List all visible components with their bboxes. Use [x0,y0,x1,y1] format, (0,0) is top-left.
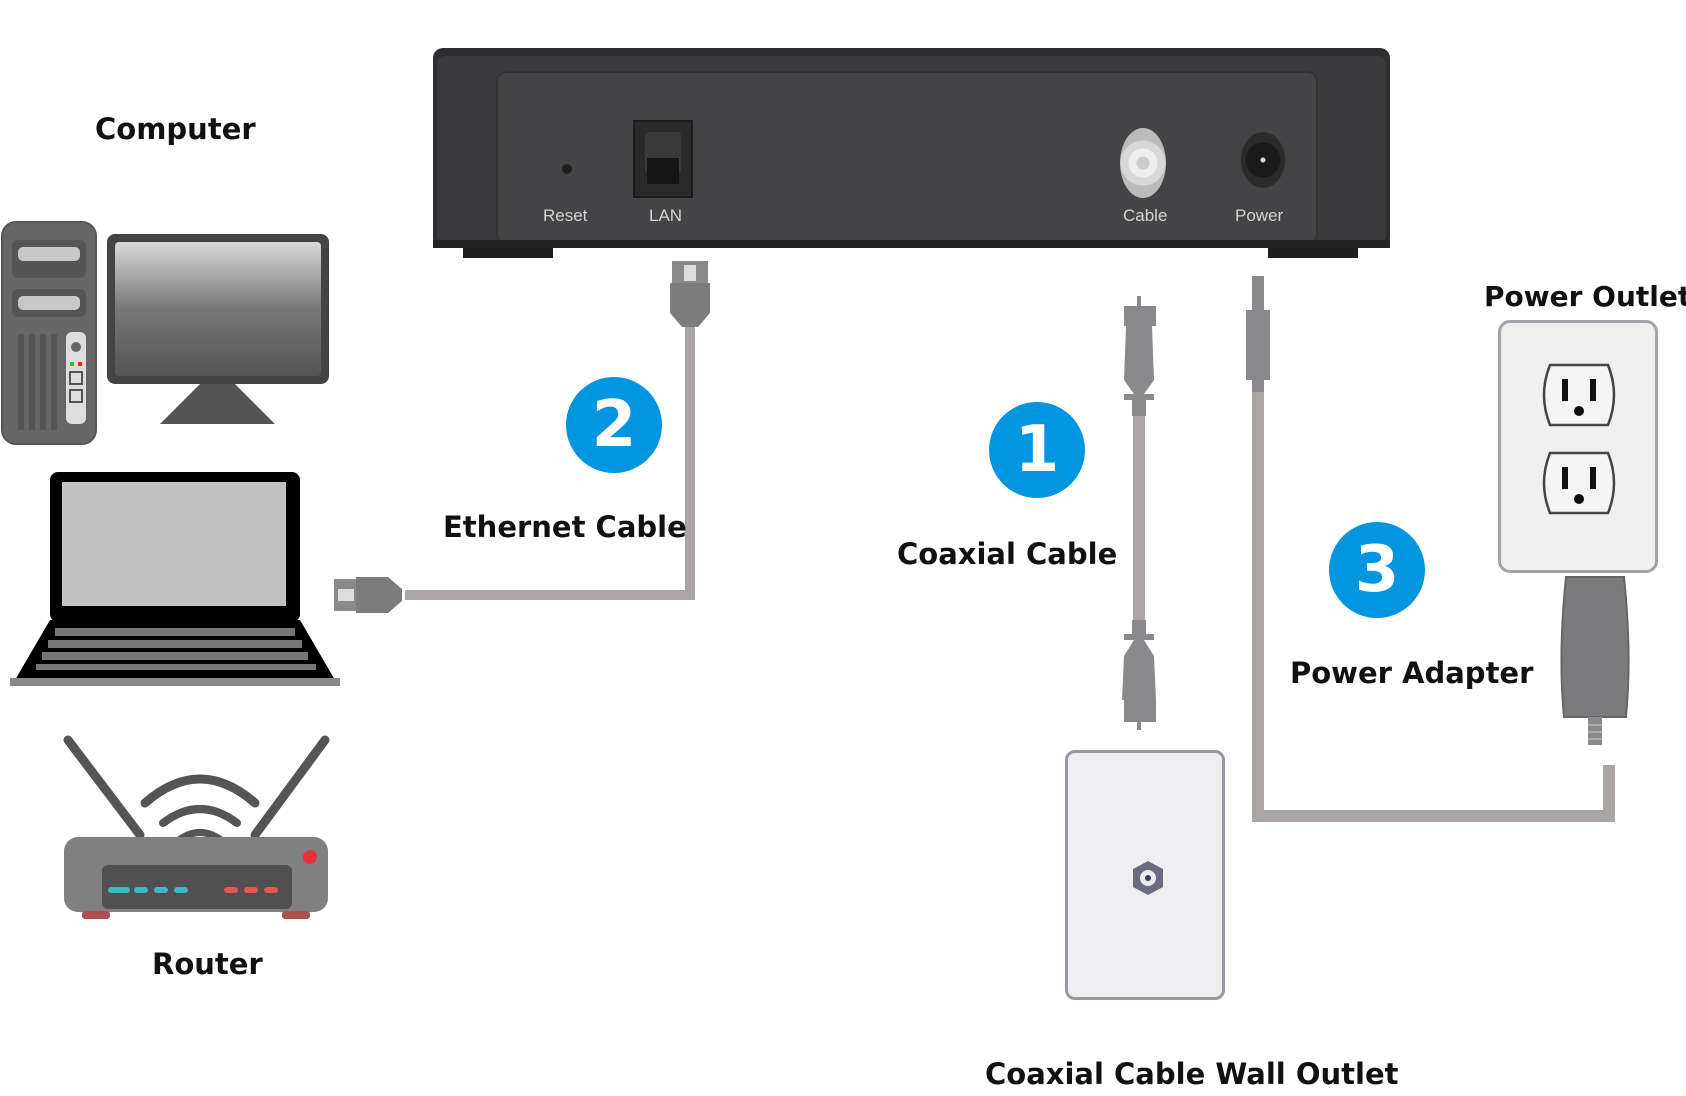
power-adapter-label: Power Adapter [1290,656,1534,690]
laptop-icon [10,472,340,686]
coaxial-cable-label: Coaxial Cable [897,537,1118,571]
power-outlet [1498,320,1658,573]
coaxial-cable [1122,296,1156,730]
computer-label: Computer [95,112,256,146]
ethernet-cable-label: Ethernet Cable [443,510,687,544]
wall-outlet-label: Coaxial Cable Wall Outlet [985,1057,1399,1091]
power-jack [1241,132,1285,188]
port-label-power: Power [1235,206,1284,225]
router [60,735,340,925]
port-label-lan: LAN [649,206,683,225]
power-adapter-brick [1560,576,1630,745]
ethernet-cable [334,261,710,613]
port-label-reset: Reset [543,206,588,225]
router-icon [63,735,330,919]
power-outlet-label: Power Outlet [1484,280,1686,313]
coaxial-wall-outlet [1065,750,1225,1000]
modem-body [433,48,1390,258]
reset-button [562,164,572,174]
coax-port [1120,128,1166,198]
desktop-tower-icon [1,221,97,445]
lan-port [633,120,693,198]
monitor-icon [107,234,329,424]
step-1-badge: 1 [989,402,1085,498]
router-label: Router [152,947,263,981]
power-socket-icon [1542,363,1616,515]
cable-modem: Reset LAN Cable Power [433,48,1390,260]
port-label-cable: Cable [1123,206,1168,225]
step-2-badge: 2 [566,377,662,473]
coax-jack-icon [1133,861,1163,895]
step-3-badge: 3 [1329,522,1425,618]
power-cable [1246,276,1615,822]
